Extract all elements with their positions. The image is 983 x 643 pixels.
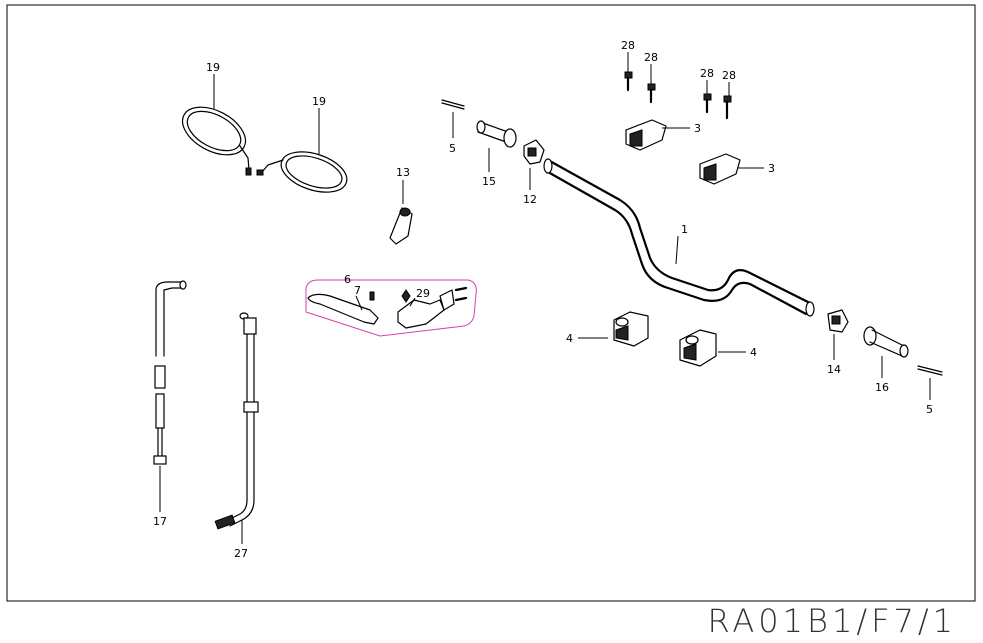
callout-14: 14 — [827, 363, 841, 376]
clamp-part-13 — [389, 207, 413, 245]
callout-4-right: 4 — [750, 346, 757, 359]
mirror-left-part-19 — [181, 106, 252, 176]
lever-bracket-part-29 — [397, 286, 468, 329]
callout-4-left: 4 — [566, 332, 573, 345]
upper-holder-a-part-3 — [625, 119, 667, 151]
callout-12: 12 — [523, 193, 537, 206]
pin-right-part-5 — [917, 365, 943, 376]
diagram-frame — [6, 4, 976, 602]
cable-part-27 — [214, 312, 259, 530]
leader-lines — [159, 52, 931, 544]
grip-right-part-16 — [863, 326, 909, 358]
mirror-right-part-19 — [256, 151, 348, 193]
callout-6: 6 — [344, 273, 351, 286]
callout-16: 16 — [875, 381, 889, 394]
callout-3-upper: 3 — [694, 122, 701, 135]
housing-part-14 — [827, 309, 849, 333]
handlebar-part-1 — [543, 158, 815, 317]
callout-3-lower: 3 — [768, 162, 775, 175]
callout-7: 7 — [354, 284, 361, 297]
callout-27: 27 — [234, 547, 248, 560]
callout-19-left: 19 — [206, 61, 220, 74]
bolts-part-28 — [624, 71, 732, 120]
lower-holder-a-part-4 — [613, 311, 649, 347]
callout-17: 17 — [153, 515, 167, 528]
callout-19-right: 19 — [312, 95, 326, 108]
lever-part-7 — [307, 291, 379, 325]
callout-28-a: 28 — [621, 39, 635, 52]
lower-holder-b-part-4 — [679, 329, 717, 367]
callout-28-d: 28 — [722, 69, 736, 82]
callout-5-right: 5 — [926, 403, 933, 416]
callout-28-c: 28 — [700, 67, 714, 80]
housing-part-12 — [523, 139, 545, 165]
lever-group-outline-part-6 — [305, 279, 477, 337]
upper-holder-b-part-3 — [699, 153, 741, 185]
callout-28-b: 28 — [644, 51, 658, 64]
callout-1: 1 — [681, 223, 688, 236]
callout-labels: 1 3 3 4 4 5 5 6 7 12 13 14 15 16 17 19 1… — [153, 39, 933, 560]
callout-29: 29 — [416, 287, 430, 300]
drawing-code-label: RA01B1/F7/1 — [707, 602, 957, 640]
grip-left-part-15 — [476, 120, 517, 148]
callout-5-left: 5 — [449, 142, 456, 155]
pin-left-part-5 — [441, 99, 465, 110]
cable-part-17 — [153, 280, 187, 465]
callout-15: 15 — [482, 175, 496, 188]
callout-13: 13 — [396, 166, 410, 179]
